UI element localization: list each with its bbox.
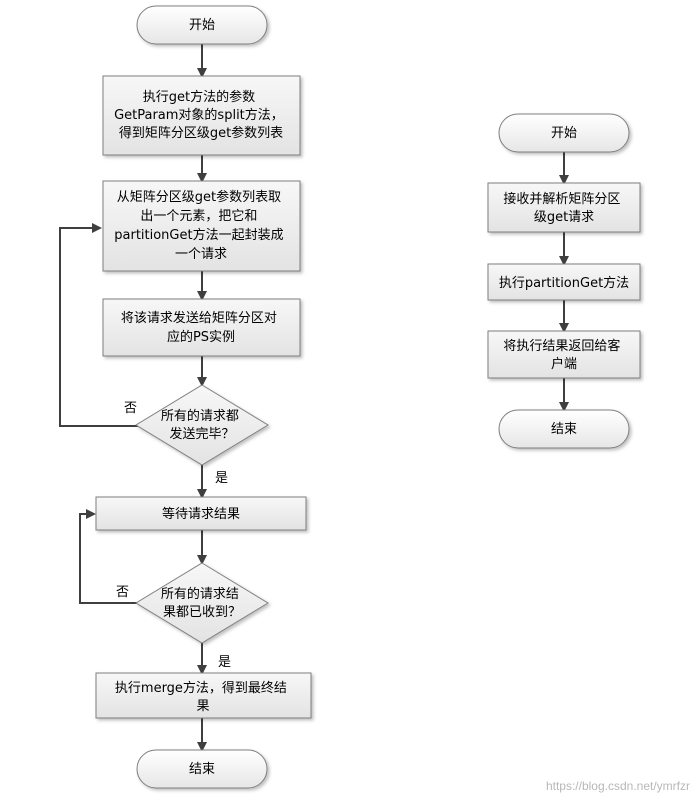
left-decision2-line2: 果都已收到？ [163, 605, 241, 620]
svg-text:从矩阵分区级get参数列表取 出一个元素，把它和: 从矩阵分区级get参数列表取 出一个元素，把它和 partitionGet方法一… [114, 189, 287, 262]
left-decision2-line1: 所有的请求结 [161, 586, 239, 602]
left-decision2-diamond: 所有的请求结 果都已收到？ [135, 562, 269, 644]
left-decision1-diamond: 所有的请求都 发送完毕？ [135, 384, 269, 466]
svg-text:执行get方法的参数 GetParam对象的sp: 执行get方法的参数 GetParam对象的split方法， 得到矩阵分区级ge… [114, 89, 288, 141]
left-step2-box: 从矩阵分区级get参数列表取 出一个元素，把它和 partitionGet方法一… [102, 180, 301, 272]
right-step3-line2: 户端 [551, 356, 577, 372]
left-step1-box: 执行get方法的参数 GetParam对象的split方法， 得到矩阵分区级ge… [102, 75, 301, 156]
left-step1-line2: GetParam对象的split方法， [114, 107, 284, 123]
left-step5-line2: 果 [196, 699, 209, 714]
decision1-yes-label: 是 [215, 471, 228, 486]
right-end-terminal: 结束 [498, 409, 630, 449]
left-step1-line1: 执行get方法的参数 [143, 89, 255, 105]
svg-text:执行merge方法，得到最终结 果: 执行merge方法，得到最终结 果 [115, 680, 291, 714]
right-step1-box: 接收并解析矩阵分区 级get请求 [487, 182, 641, 233]
left-start-terminal: 开始 [136, 5, 268, 45]
svg-text:所有的请求结 果都已收到？: 所有的请求结 果都已收到？ [161, 586, 243, 620]
right-step1-line1: 接收并解析矩阵分区 [503, 191, 620, 207]
left-step5-box: 执行merge方法，得到最终结 果 [95, 672, 312, 719]
left-step3-box: 将该请求发送给矩阵分区对 应的PS实例 [102, 298, 301, 357]
right-step2-box: 执行partitionGet方法 [487, 263, 641, 301]
left-step5-line1: 执行merge方法，得到最终结 [115, 680, 287, 696]
svg-text:所有的请求都 发送完毕？: 所有的请求都 发送完毕？ [161, 408, 243, 442]
right-end-label: 结束 [551, 422, 577, 437]
right-step3-line1: 将执行结果返回给客 [503, 338, 620, 354]
right-start-label: 开始 [551, 126, 577, 141]
svg-text:将执行结果返回给客 户端: 将执行结果返回给客 户端 [503, 338, 624, 372]
watermark-text: https://blog.csdn.net/ymrfzr [546, 779, 690, 793]
left-step3-line2: 应的PS实例 [167, 329, 235, 345]
left-step4-label: 等待请求结果 [162, 506, 240, 522]
right-start-terminal: 开始 [498, 113, 630, 153]
left-end-terminal: 结束 [136, 749, 268, 789]
right-step3-box: 将执行结果返回给客 户端 [487, 330, 641, 379]
left-step1-line3: 得到矩阵分区级get参数列表 [119, 125, 283, 141]
left-decision1-line1: 所有的请求都 [161, 408, 239, 424]
left-step2-line1: 从矩阵分区级get参数列表取 [117, 189, 281, 205]
right-step1-line2: 级get请求 [534, 210, 594, 225]
right-step2-label: 执行partitionGet方法 [499, 275, 629, 291]
decision2-yes-label: 是 [218, 655, 231, 670]
left-end-label: 结束 [189, 762, 215, 777]
left-start-label: 开始 [189, 18, 215, 33]
left-step4-box: 等待请求结果 [95, 496, 307, 531]
svg-text:将该请求发送给矩阵分区对 应的PS实例: 将该请求发送给矩阵分区对 应的PS实例 [121, 310, 281, 345]
edge-left-decision1-no-loop [59, 223, 138, 427]
decision2-no-label: 否 [116, 585, 129, 600]
left-step2-line3: partitionGet方法一起封装成 [114, 227, 283, 243]
svg-text:接收并解析矩阵分区 级get请求: 接收并解析矩阵分区 级get请求 [503, 191, 624, 225]
left-step3-line1: 将该请求发送给矩阵分区对 [121, 310, 277, 326]
edge-left-decision2-no-loop [79, 509, 138, 604]
decision1-no-label: 否 [124, 401, 137, 416]
left-decision1-line2: 发送完毕？ [169, 426, 234, 442]
left-step2-line4: 一个请求 [175, 247, 227, 262]
left-step2-line2: 出一个元素，把它和 [140, 208, 257, 224]
